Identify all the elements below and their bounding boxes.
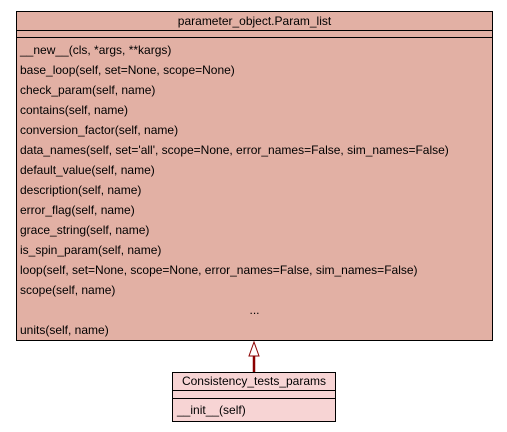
parent-class-box[interactable]: parameter_object.Param_list __new__(cls,… — [16, 11, 493, 341]
child-method-list: __init__(self) — [173, 399, 335, 419]
class-divider — [173, 398, 335, 399]
attribute-section — [173, 391, 335, 398]
method-item: __init__(self) — [177, 403, 246, 417]
method-item: data_names(self, set='all', scope=None, … — [20, 143, 449, 157]
method-item: units(self, name) — [20, 323, 109, 337]
method-item: grace_string(self, name) — [20, 223, 150, 237]
method-item: base_loop(self, set=None, scope=None) — [20, 63, 235, 77]
class-divider — [17, 37, 492, 38]
child-class-box[interactable]: Consistency_tests_params __init__(self) — [172, 372, 336, 422]
parent-method-list: __new__(cls, *args, **kargs) base_loop(s… — [17, 38, 492, 340]
method-item: scope(self, name) — [20, 283, 116, 297]
method-item: is_spin_param(self, name) — [20, 243, 162, 257]
method-item: default_value(self, name) — [20, 163, 155, 177]
inheritance-arrowhead-icon — [248, 340, 260, 357]
class-divider — [173, 390, 335, 391]
class-divider — [17, 30, 492, 31]
parent-class-name: parameter_object.Param_list — [177, 14, 332, 28]
method-item: __new__(cls, *args, **kargs) — [20, 43, 172, 57]
child-class-name: Consistency_tests_params — [181, 374, 327, 388]
method-item: error_flag(self, name) — [20, 203, 135, 217]
method-ellipsis: ... — [249, 303, 260, 317]
method-item: loop(self, set=None, scope=None, error_n… — [20, 263, 418, 277]
method-item: contains(self, name) — [20, 103, 129, 117]
method-item: conversion_factor(self, name) — [20, 123, 179, 137]
method-item: check_param(self, name) — [20, 83, 156, 97]
method-item: description(self, name) — [20, 183, 142, 197]
